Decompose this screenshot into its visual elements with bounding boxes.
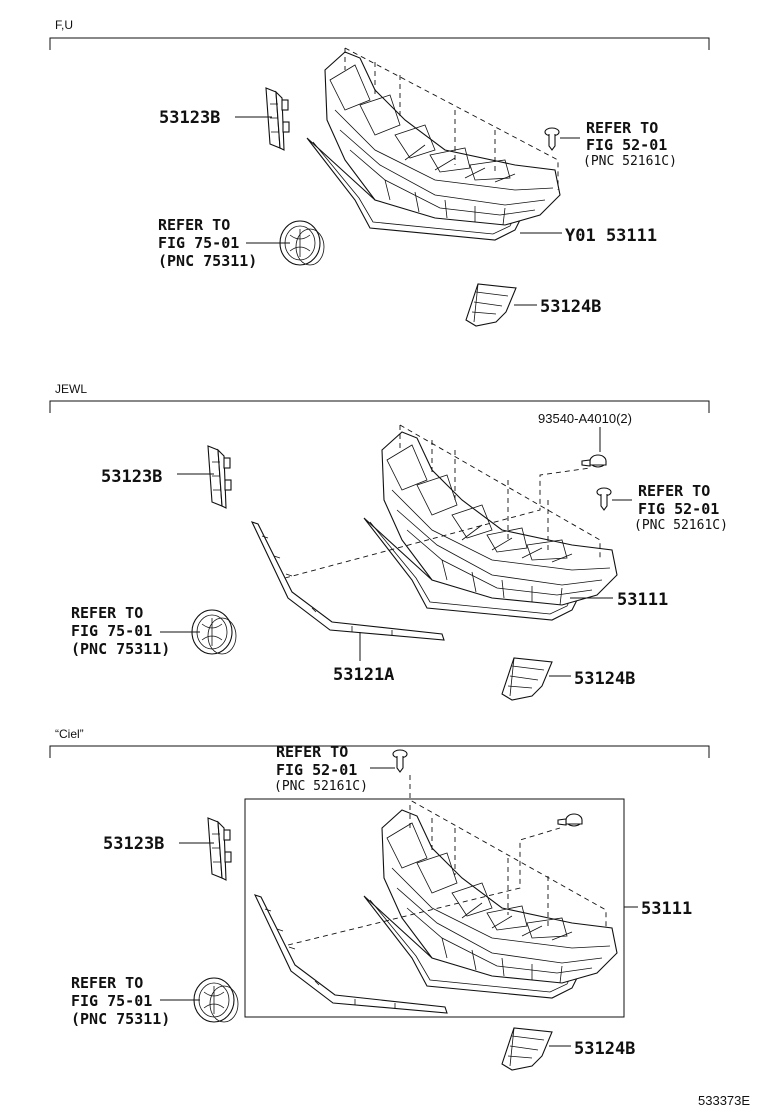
guide-line — [399, 425, 549, 550]
grille — [306, 51, 561, 241]
ref-text: FIG 52-01 — [638, 500, 719, 518]
guide-line — [284, 467, 591, 579]
section-title: JEWL — [55, 382, 87, 396]
grille — [363, 431, 618, 621]
guide-line — [344, 48, 496, 175]
ref-text: FIG 52-01 — [276, 761, 357, 779]
guide-line — [287, 827, 561, 946]
ref-text: (PNC 52161C) — [274, 779, 368, 794]
ref-text: (PNC 75311) — [71, 640, 170, 658]
part-label: 53111 — [641, 899, 692, 919]
screw — [557, 813, 583, 827]
emblem-holder — [265, 87, 290, 151]
ref-text: FIG 75-01 — [71, 992, 152, 1010]
part-label: 53121A — [333, 665, 394, 685]
part-label: 53124B — [574, 1039, 635, 1059]
clip — [544, 127, 560, 151]
part-label: 53124B — [540, 297, 601, 317]
section-title: “Ciel” — [55, 727, 84, 741]
part-label: Y01 53111 — [565, 226, 657, 246]
ref-text: (PNC 75311) — [71, 1010, 170, 1028]
screw — [581, 454, 607, 468]
ref-text: REFER TO — [158, 216, 230, 234]
part-label: 53111 — [617, 590, 668, 610]
section-title: F,U — [55, 18, 73, 32]
assembly-box — [244, 798, 625, 1018]
illustration-code: 533373E — [698, 1093, 750, 1108]
ref-text: REFER TO — [638, 482, 710, 500]
bracket — [501, 1027, 553, 1071]
clip — [596, 487, 612, 511]
section-bracket-line — [49, 400, 710, 413]
part-label: 53124B — [574, 669, 635, 689]
part-label: 53123B — [159, 108, 220, 128]
part-label: 53123B — [103, 834, 164, 854]
section-bracket-line — [49, 745, 710, 758]
bracket — [465, 283, 517, 327]
ref-text: REFER TO — [71, 974, 143, 992]
ref-text: REFER TO — [276, 743, 348, 761]
section-fu: F,U 53123B REFER TO FIG 52-01 (PNC 52161… — [49, 18, 710, 327]
ref-text: REFER TO — [586, 119, 658, 137]
ref-text: (PNC 52161C) — [583, 154, 677, 169]
ref-text: (PNC 52161C) — [634, 518, 728, 533]
guide-line — [399, 424, 601, 560]
emblem — [193, 977, 239, 1023]
clip — [392, 749, 408, 773]
emblem-holder — [207, 817, 232, 881]
grille — [363, 809, 618, 999]
section-bracket-line — [49, 37, 710, 50]
ref-text: FIG 52-01 — [586, 136, 667, 154]
ref-text: REFER TO — [71, 604, 143, 622]
ref-text: FIG 75-01 — [158, 234, 239, 252]
bracket — [501, 657, 553, 701]
part-label: 93540-A4010(2) — [538, 411, 632, 426]
section-ciel: “Ciel” REFER TO FIG 52-01 (PNC 52161C) 5… — [49, 727, 710, 1071]
ref-text: FIG 75-01 — [71, 622, 152, 640]
guide-line — [409, 775, 607, 930]
section-jewl: JEWL 93540-A4010(2) 53123B REFER TO FIG … — [49, 382, 728, 701]
ref-text: (PNC 75311) — [158, 252, 257, 270]
part-label: 53123B — [101, 467, 162, 487]
guide-line — [409, 805, 549, 930]
emblem-holder — [207, 445, 232, 509]
